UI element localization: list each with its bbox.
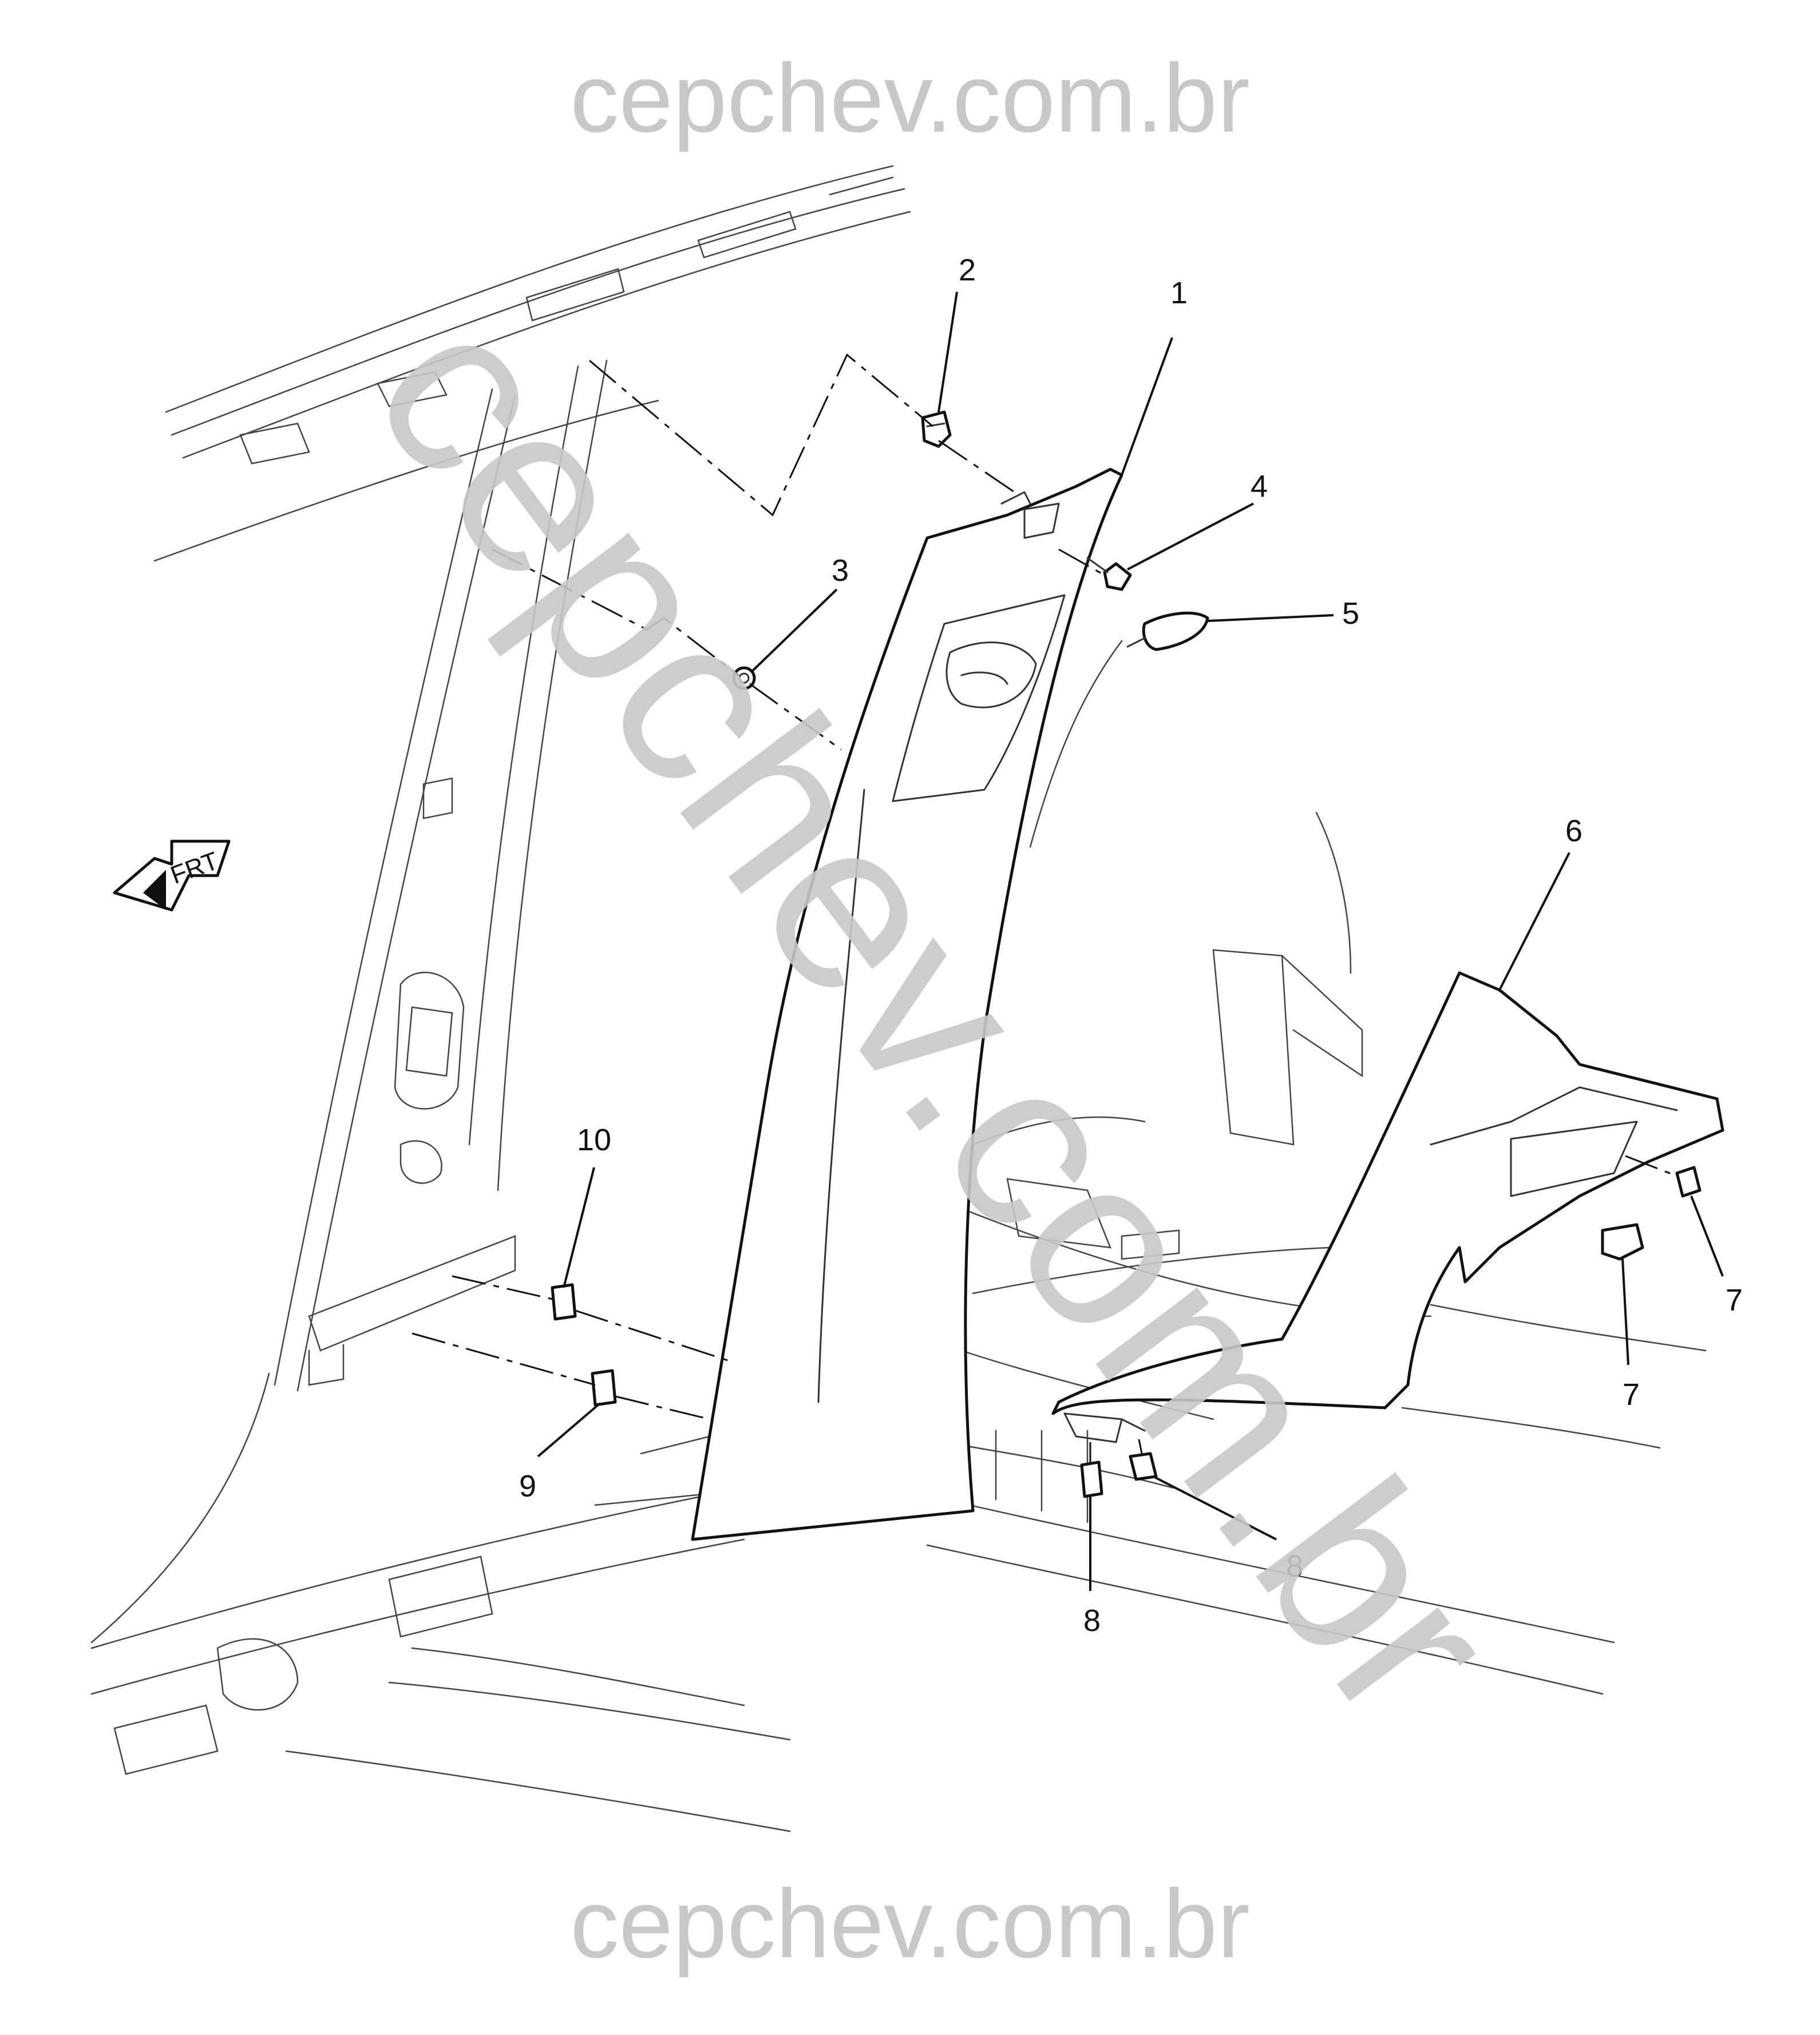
front-direction-indicator: FRT <box>113 840 231 912</box>
watermark-bottom: cepchev.com.br <box>570 1870 1249 1978</box>
part-7-clip-right <box>1675 1166 1702 1198</box>
callout-7-right: 7 <box>1726 1283 1743 1317</box>
callout-leaders <box>537 291 1724 1591</box>
watermarks: cepchev.com.br cepchev.com.br cepchev.co… <box>323 44 1548 1978</box>
part-6-lower-trim-panel <box>1051 971 1724 1443</box>
callout-8-right: 7 <box>1623 1377 1640 1412</box>
front-arrow-icon <box>113 840 231 912</box>
callout-1: 1 <box>1170 276 1188 310</box>
watermark-top: cepchev.com.br <box>570 44 1249 153</box>
part-3-nut <box>732 666 756 690</box>
part-8-clip-lower <box>1129 1452 1158 1481</box>
callout-10: 10 <box>577 1123 611 1157</box>
callout-labels: 1 2 3 4 5 6 7 7 8 8 9 10 <box>519 253 1743 1638</box>
part-2-retainer-clip <box>921 410 952 448</box>
callout-2: 2 <box>959 253 976 287</box>
callout-7-lower: 8 <box>1083 1604 1101 1638</box>
part-8-clip-right <box>1601 1223 1644 1261</box>
alignment-lines <box>412 353 1677 1462</box>
part-4-bolt <box>1086 557 1132 591</box>
callout-3: 3 <box>832 553 849 588</box>
callout-8-lower: 8 <box>1286 1549 1303 1583</box>
part-1-pillar-upper-trim <box>691 468 1123 1541</box>
vehicle-body-structure <box>90 165 1707 1832</box>
part-5-cover-cap <box>1126 611 1209 651</box>
callout-9: 9 <box>519 1469 536 1503</box>
part-7-clip-lower <box>1080 1460 1103 1498</box>
callout-4: 4 <box>1251 469 1268 504</box>
callout-6: 6 <box>1565 814 1582 848</box>
part-9-clip <box>591 1369 617 1407</box>
callout-5: 5 <box>1342 596 1359 631</box>
watermark-diagonal: cepchev.com.br <box>323 264 1548 1767</box>
part-10-clip <box>551 1283 577 1321</box>
